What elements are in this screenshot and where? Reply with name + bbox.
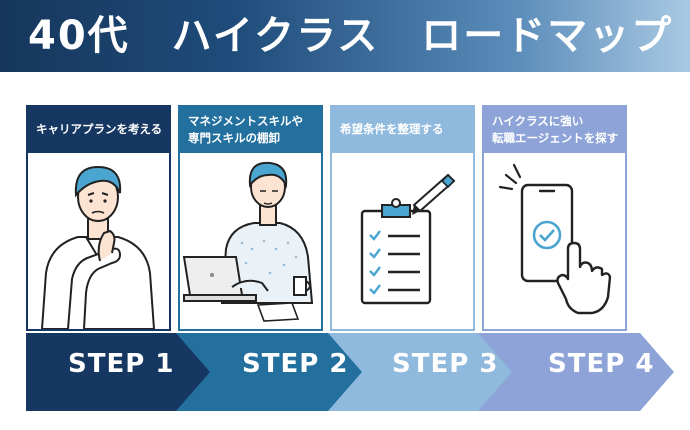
step-2-heading: マネジメントスキルや 専門スキルの棚卸 <box>180 107 321 153</box>
step-2-panel: マネジメントスキルや 専門スキルの棚卸 <box>178 105 323 331</box>
title-banner: 40代 ハイクラス ロードマップ <box>0 0 690 72</box>
step-2-label: STEP 2 <box>242 349 349 379</box>
step-3-heading: 希望条件を整理する <box>332 107 473 153</box>
step-1-arrow <box>26 333 226 411</box>
laptop-worker-icon <box>182 161 314 322</box>
clipboard-checklist-icon <box>360 173 456 305</box>
page-title: 40代 ハイクラス ロードマップ <box>28 13 674 59</box>
smartphone-tap-icon <box>498 163 612 315</box>
step-3-arrow <box>328 333 528 411</box>
step-4-label: STEP 4 <box>548 349 655 379</box>
step-2-arrow <box>176 333 378 411</box>
step-1-panel: キャリアプランを考える <box>26 105 171 331</box>
step-3-panel: 希望条件を整理する <box>330 105 475 331</box>
step-4-heading: ハイクラスに強い 転職エージェントを探す <box>484 107 625 153</box>
step-1-heading: キャリアプランを考える <box>28 107 169 153</box>
thinking-man-icon <box>40 165 156 329</box>
step-1-label: STEP 1 <box>68 349 175 379</box>
step-4-panel: ハイクラスに強い 転職エージェントを探す <box>482 105 627 331</box>
step-3-label: STEP 3 <box>392 349 499 379</box>
step-4-arrow <box>478 333 674 411</box>
